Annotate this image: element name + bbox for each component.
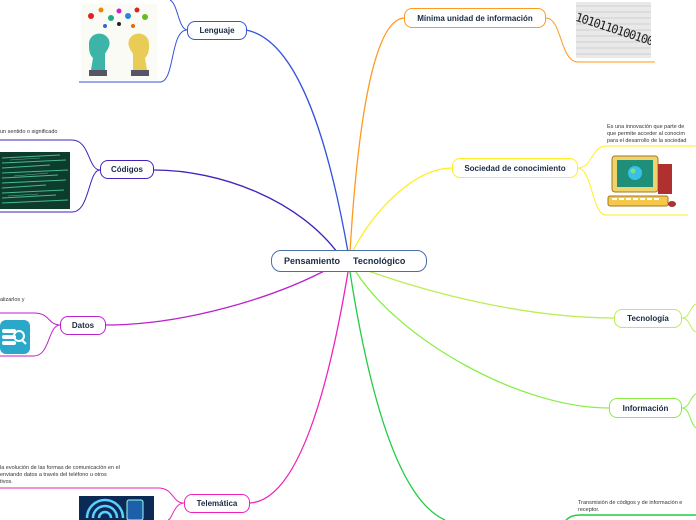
branch-telematica [250, 272, 348, 503]
note-telematica-line3: tivos. [0, 479, 120, 486]
sub-transmision [566, 515, 696, 520]
branch-informacion [356, 272, 609, 408]
node-lenguaje[interactable]: Lenguaje [187, 21, 247, 40]
sub-lenguaje-top [170, 0, 187, 30]
sub-tecnologia [682, 304, 696, 318]
note-telematica: la evolución de las formas de comunicaci… [0, 465, 120, 486]
note-transmision-line2: receptor. [578, 507, 682, 514]
node-codigos[interactable]: Códigos [100, 160, 154, 179]
branch-tecnologia [360, 268, 614, 318]
central-title-part2: Tecnológico [353, 256, 405, 266]
branch-datos [106, 268, 330, 325]
central-title-part1: Pensamiento [284, 256, 340, 266]
telematica-image [79, 496, 154, 520]
computer-image [606, 152, 678, 212]
sub-informacion-low [682, 408, 696, 428]
note-telematica-line1: la evolución de las formas de comunicaci… [0, 465, 120, 472]
node-datos[interactable]: Datos [60, 316, 106, 335]
code-screen-image [0, 152, 70, 209]
database-search-icon [0, 320, 30, 354]
node-tecnologia[interactable]: Tecnología [614, 309, 682, 328]
branch-sociedad [352, 168, 452, 252]
branch-codigos [154, 170, 340, 256]
note-sociedad-line3: para el desarrollo de la sociedad [607, 138, 687, 145]
note-sociedad-line2: que permite acceder al conocim [607, 131, 687, 138]
note-telematica-line2: enviando datos a través del teléfono u o… [0, 472, 120, 479]
note-sociedad-line1: Es una innovación que parte de [607, 124, 687, 131]
wifi-device-icon [79, 496, 154, 520]
node-informacion[interactable]: Información [609, 398, 682, 418]
note-transmision-line1: Transmisión de códigos y de información … [578, 500, 682, 507]
note-codigos: un sentido o significado [0, 129, 57, 136]
node-sociedad-conocimiento[interactable]: Sociedad de conocimiento [452, 158, 578, 178]
node-minima-unidad[interactable]: Mínima unidad de información [404, 8, 546, 28]
sub-tecnologia-low [682, 318, 696, 332]
branch-minima [350, 18, 404, 252]
node-telematica[interactable]: Telemática [184, 494, 250, 513]
note-datos: alizarlos y [0, 297, 24, 304]
sub-telematica-low [168, 503, 184, 520]
binary-image: 1010110100100 [576, 2, 651, 58]
branch-transmision [350, 272, 445, 520]
sub-informacion [682, 394, 696, 408]
database-search-image [0, 320, 30, 354]
computer-icon [606, 152, 678, 212]
note-sociedad: Es una innovación que parte de que permi… [607, 124, 687, 145]
heads-illustration-icon [81, 4, 157, 80]
lenguaje-heads-image [81, 4, 157, 80]
note-transmision: Transmisión de códigos y de información … [578, 500, 682, 514]
branch-lenguaje [246, 30, 348, 252]
code-lines-icon [0, 152, 70, 209]
central-topic[interactable]: Pensamiento Tecnológico [271, 250, 427, 272]
